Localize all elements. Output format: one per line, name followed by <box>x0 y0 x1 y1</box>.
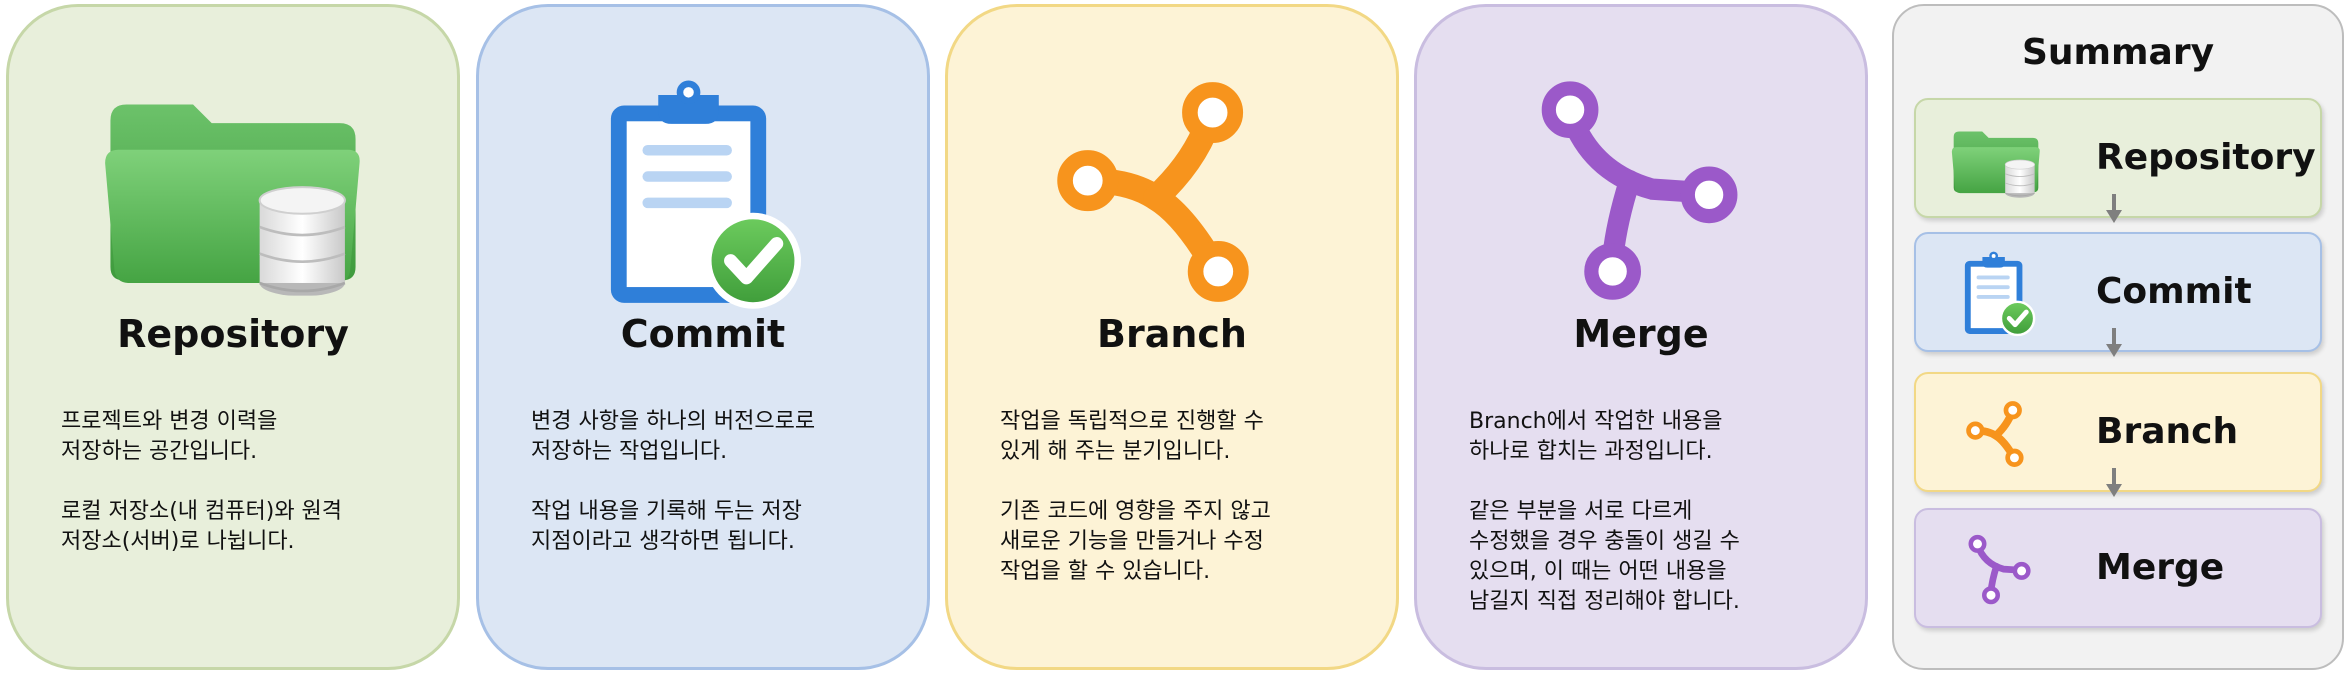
commit-card: Commit 변경 사항을 하나의 버전으로로 저장하는 작업입니다. 작업 내… <box>476 4 930 670</box>
clipboard-check-icon <box>1946 244 2046 344</box>
summary-item-repository: Repository <box>1914 98 2322 218</box>
repository-description: 프로젝트와 변경 이력을 저장하는 공간입니다. 로컬 저장소(내 컴퓨터)와 … <box>61 407 427 587</box>
branch-paragraph-1: 작업을 독립적으로 진행할 수 있게 해 주는 분기입니다. <box>1000 409 1264 464</box>
summary-label-commit: Commit <box>2096 271 2252 312</box>
merge-title: Merge <box>1573 312 1709 356</box>
branch-card: Branch 작업을 독립적으로 진행할 수 있게 해 주는 분기입니다. 기존… <box>945 4 1399 670</box>
branch-title: Branch <box>1097 312 1247 356</box>
summary-label-merge: Merge <box>2096 547 2225 588</box>
summary-label-repository: Repository <box>2096 137 2316 178</box>
commit-description: 변경 사항을 하나의 버전으로로 저장하는 작업입니다. 작업 내용을 기록해 … <box>531 407 897 587</box>
branch-icon <box>948 67 1396 317</box>
merge-description: Branch에서 작업한 내용을 하나로 합치는 과정입니다. 같은 부분을 서… <box>1469 407 1835 647</box>
merge-paragraph-2: 같은 부분을 서로 다르게 수정했을 경우 충돌이 생길 수 있으며, 이 때는… <box>1469 499 1740 614</box>
repository-card: Repository 프로젝트와 변경 이력을 저장하는 공간입니다. 로컬 저… <box>6 4 460 670</box>
arrow-down-icon <box>2106 194 2122 223</box>
arrow-down-icon <box>2106 328 2122 357</box>
summary-item-branch: Branch <box>1914 372 2322 492</box>
summary-title: Summary <box>2021 32 2215 73</box>
repository-title: Repository <box>117 312 349 356</box>
folder-database-icon <box>1951 131 2041 198</box>
branch-description: 작업을 독립적으로 진행할 수 있게 해 주는 분기입니다. 기존 코드에 영향… <box>1000 407 1366 617</box>
merge-icon <box>1946 520 2046 620</box>
folder-database-icon <box>103 103 362 296</box>
branch-icon <box>1946 384 2046 484</box>
merge-card: Merge Branch에서 작업한 내용을 하나로 합치는 과정입니다. 같은… <box>1414 4 1868 670</box>
repository-paragraph-2: 로컬 저장소(내 컴퓨터)와 원격 저장소(서버)로 나뉩니다. <box>61 499 343 554</box>
summary-label-branch: Branch <box>2096 411 2239 452</box>
summary-panel: Summary Repository Commit Branch Merge <box>1892 4 2344 670</box>
repository-paragraph-1: 프로젝트와 변경 이력을 저장하는 공간입니다. <box>61 409 278 464</box>
commit-paragraph-1: 변경 사항을 하나의 버전으로로 저장하는 작업입니다. <box>531 409 816 464</box>
arrow-down-icon <box>2106 468 2122 497</box>
commit-title: Commit <box>620 312 786 356</box>
summary-item-merge: Merge <box>1914 508 2322 628</box>
commit-paragraph-2: 작업 내용을 기록해 두는 저장 지점이라고 생각하면 됩니다. <box>531 499 802 554</box>
summary-item-commit: Commit <box>1914 232 2322 352</box>
merge-paragraph-1: Branch에서 작업한 내용을 하나로 합치는 과정입니다. <box>1469 409 1723 464</box>
branch-paragraph-2: 기존 코드에 영향을 주지 않고 새로운 기능을 만들거나 수정 작업을 할 수… <box>1000 499 1271 584</box>
merge-icon <box>1417 67 1865 317</box>
clipboard-check-icon <box>479 67 927 317</box>
